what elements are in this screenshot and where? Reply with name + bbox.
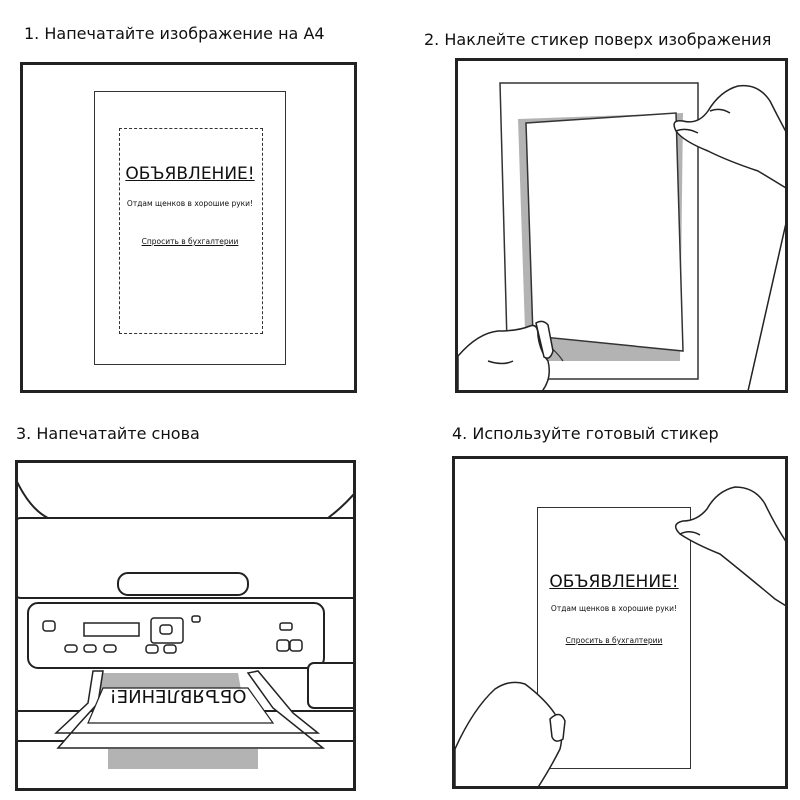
paper-slot	[117, 572, 249, 596]
sticker-applying-illustration	[458, 82, 785, 390]
step-2-panel	[455, 58, 788, 393]
sticker-outline	[119, 128, 263, 334]
finished-sticker: ОБЪЯВЛЕНИЕ! Отдам щенков в хорошие руки!…	[537, 507, 691, 769]
poster-link: Спросить в бухгалтерии	[141, 237, 239, 246]
step-4-title: 4. Используйте готовый стикер	[452, 424, 719, 443]
step-3-panel: ОБЪЯВЛЕНИЕ!	[15, 460, 356, 791]
poster-link: Спросить в бухгалтерии	[565, 636, 663, 645]
poster-subtitle: Отдам щенков в хорошие руки!	[550, 604, 678, 613]
step-2-title: 2. Наклейте стикер поверх изображения	[424, 30, 772, 49]
hand-top-right-icon	[674, 486, 785, 607]
step-1-title: 1. Напечатайте изображение на А4	[24, 24, 325, 43]
poster-headline: ОБЪЯВЛЕНИЕ!	[549, 572, 679, 592]
poster-headline: ОБЪЯВЛЕНИЕ!	[125, 164, 255, 184]
power-button[interactable]	[42, 620, 56, 632]
poster-subtitle: Отдам щенков в хорошие руки!	[126, 199, 254, 208]
lcd-display	[83, 622, 140, 637]
hand-bottom-left-icon	[458, 320, 554, 390]
step-3-title: 3. Напечатайте снова	[16, 424, 200, 443]
printer-illustration: ОБЪЯВЛЕНИЕ!	[18, 463, 353, 788]
mirrored-headline: ОБЪЯВЛЕНИЕ!	[110, 685, 247, 706]
step-4-panel: ОБЪЯВЛЕНИЕ! Отдам щенков в хорошие руки!…	[452, 456, 788, 789]
hand-top-right-icon	[673, 84, 785, 390]
step-1-panel: ОБЪЯВЛЕНИЕ! Отдам щенков в хорошие руки!…	[20, 62, 357, 393]
printer-lid	[18, 463, 353, 519]
a4-sheet: ОБЪЯВЛЕНИЕ! Отдам щенков в хорошие руки!…	[94, 91, 286, 365]
